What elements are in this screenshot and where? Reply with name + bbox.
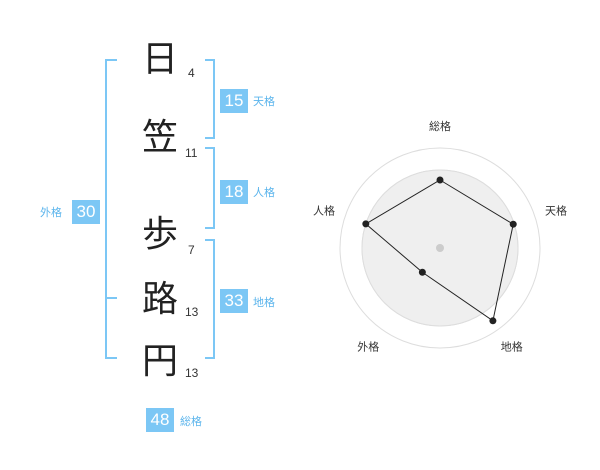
stroke-count-4: 13 (185, 305, 199, 319)
soukaku-value: 48 (146, 408, 174, 432)
soukaku-label: 総格 (180, 415, 202, 428)
chikaku-label: 地格 (253, 296, 275, 309)
jinkaku-bracket (205, 147, 215, 229)
radar-axis-label: 人格 (313, 203, 335, 217)
radar-axis-label: 総格 (429, 119, 451, 133)
name-char-2: 笠 (141, 117, 178, 158)
gaikaku-label: 外格 (40, 206, 62, 219)
name-char-1: 日 (141, 39, 178, 80)
tenkaku-value: 15 (220, 89, 248, 113)
tenkaku-bracket (205, 59, 215, 139)
stroke-count-2: 11 (185, 146, 198, 160)
chikaku-bracket (205, 239, 215, 359)
radar-ring (339, 147, 541, 349)
radar-point-4 (418, 268, 426, 276)
radar-point-2 (509, 220, 517, 228)
chikaku-value: 33 (220, 289, 248, 313)
radar-axis-label: 天格 (545, 203, 567, 217)
jinkaku-label: 人格 (253, 186, 275, 199)
stroke-count-3: 7 (188, 243, 195, 257)
radar-point-1 (436, 176, 444, 184)
stroke-count-1: 4 (188, 66, 195, 80)
gaikaku-bracket (105, 59, 117, 359)
name-char-3: 歩 (141, 214, 178, 255)
radar-axis-label: 外格 (357, 340, 379, 354)
stroke-count-5: 13 (185, 366, 199, 380)
radar-series-polygon (364, 179, 514, 322)
radar-axis-label: 地格 (501, 340, 523, 354)
name-char-5: 円 (141, 341, 178, 382)
name-char-4: 路 (141, 279, 178, 320)
radar-point-3 (489, 317, 497, 325)
radar-center-dot (436, 244, 444, 252)
jinkaku-value: 18 (220, 180, 248, 204)
tenkaku-label: 天格 (253, 95, 275, 108)
gaikaku-value: 30 (72, 200, 100, 224)
radar-point-5 (362, 220, 370, 228)
